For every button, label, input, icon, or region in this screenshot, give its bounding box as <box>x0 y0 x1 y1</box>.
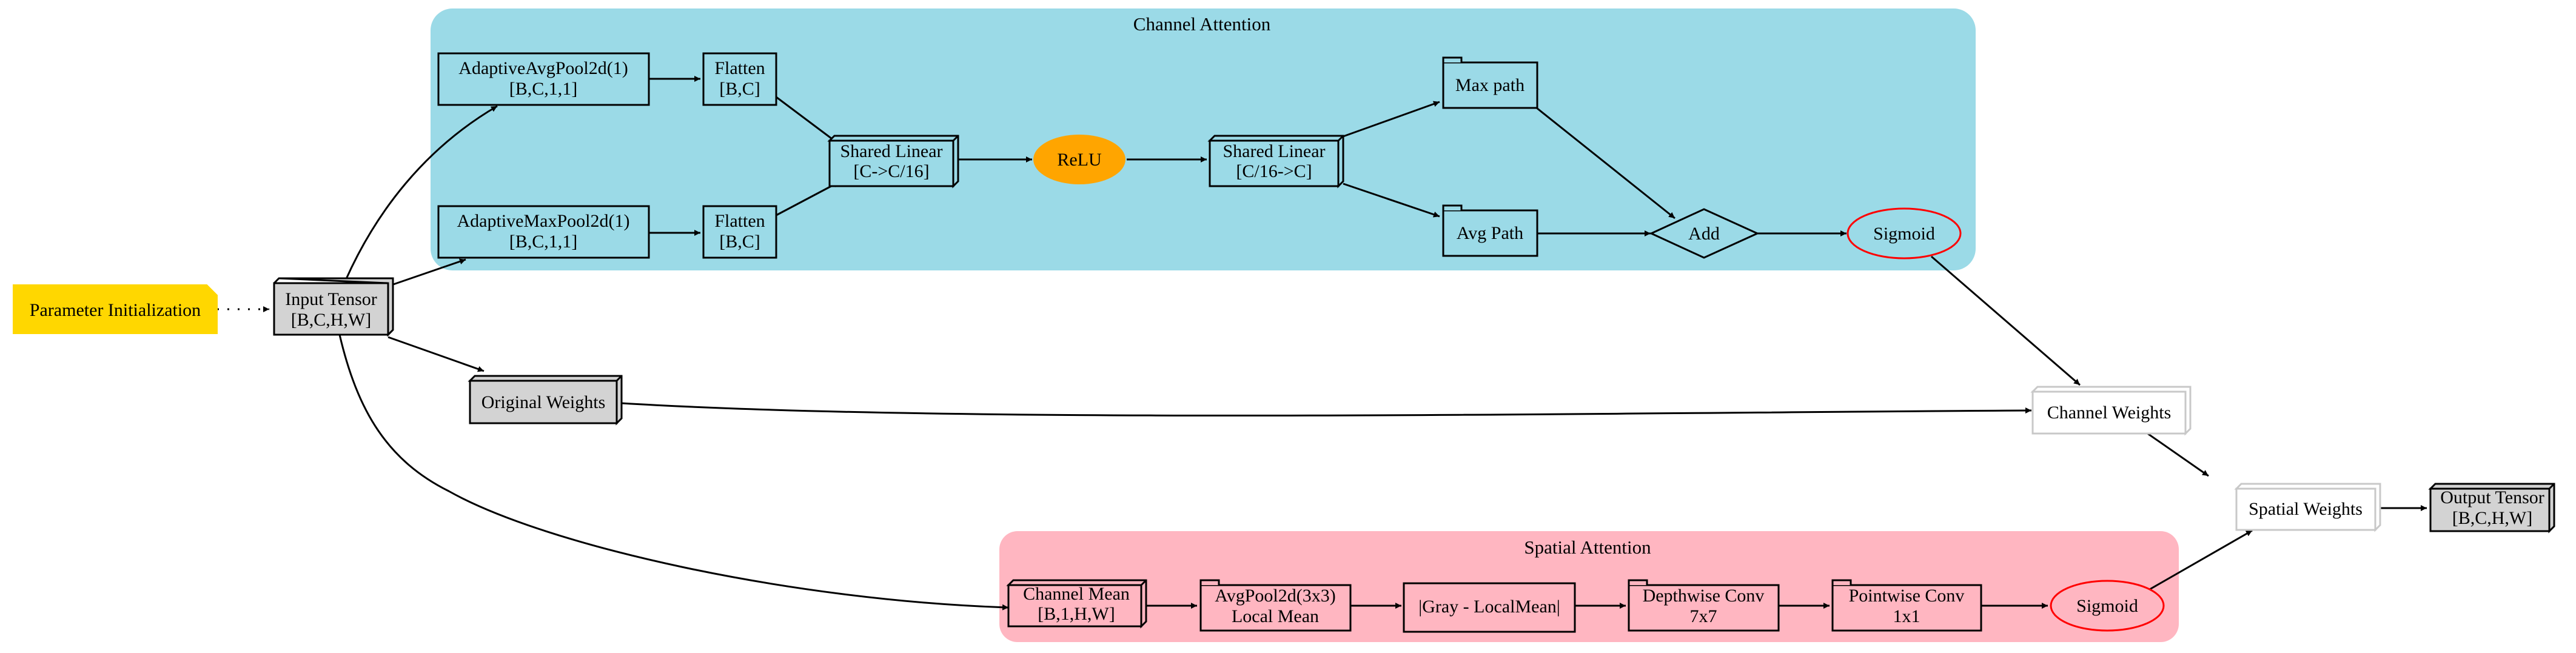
spatial-weights-node: Spatial Weights <box>2234 483 2381 532</box>
max-path-label: Max path <box>1455 75 1524 95</box>
channel-mean-title: Channel Mean <box>1023 584 1130 604</box>
avg-path-node: Avg Path <box>1442 204 1538 257</box>
output-tensor-node: Output Tensor [B,C,H,W] <box>2428 483 2555 534</box>
edge-max-path-to-add <box>1536 107 1675 219</box>
edge-input-to-channel-mean <box>338 334 1009 611</box>
edge-input-to-original-weights <box>387 336 485 372</box>
flatten-bottom-shape: [B,C] <box>719 232 760 252</box>
depthwise-conv-node: Depthwise Conv 7x7 <box>1628 579 1780 632</box>
adaptive-avgpool-shape: [B,C,1,1] <box>509 79 578 99</box>
pointwise-conv-title: Pointwise Conv <box>1849 586 1965 606</box>
shared-linear-1-node: Shared Linear [C->C/16] <box>827 135 959 189</box>
spatial-attention-title: Spatial Attention <box>1524 537 1651 558</box>
flatten-top-title: Flatten <box>714 58 765 78</box>
pointwise-conv-kernel: 1x1 <box>1893 606 1920 626</box>
adaptive-avgpool-title: AdaptiveAvgPool2d(1) <box>458 58 628 78</box>
flatten-bottom-title: Flatten <box>714 211 765 231</box>
adaptive-maxpool-node: AdaptiveMaxPool2d(1) [B,C,1,1] <box>437 205 650 259</box>
avgpool3x3-title: AvgPool2d(3x3) <box>1215 586 1335 606</box>
edge-original-weights-to-channel-weights <box>621 402 2032 417</box>
edge-flatten2-to-shared-linear-1 <box>776 181 840 216</box>
parameter-initialization-note: Parameter Initialization <box>13 284 218 334</box>
gray-local-mean-label: |Gray - LocalMean| <box>1418 597 1560 617</box>
add-node: Add <box>1649 208 1760 259</box>
input-tensor-shape: [B,C,H,W] <box>291 310 371 330</box>
parameter-initialization-label: Parameter Initialization <box>30 300 201 320</box>
spatial-weights-label: Spatial Weights <box>2249 499 2363 519</box>
add-label: Add <box>1688 224 1720 244</box>
shared-linear-2-shape: [C/16->C] <box>1236 161 1312 181</box>
pointwise-conv-node: Pointwise Conv 1x1 <box>1831 579 1982 632</box>
avg-path-label: Avg Path <box>1457 223 1523 243</box>
edge-input-to-maxpool <box>387 258 466 287</box>
input-tensor-node: Input Tensor [B,C,H,W] <box>273 277 394 337</box>
edge-sigmoid-to-channel-weights <box>1931 255 2081 386</box>
sigmoid-spatial-node: Sigmoid <box>2050 580 2165 632</box>
relu-node: ReLU <box>1033 135 1125 184</box>
shared-linear-2-title: Shared Linear <box>1223 141 1325 161</box>
flatten-top-shape: [B,C] <box>719 79 760 99</box>
channel-mean-shape: [B,1,H,W] <box>1038 604 1115 624</box>
edges <box>217 76 2427 611</box>
avgpool3x3-subtitle: Local Mean <box>1232 606 1319 626</box>
flatten-top-node: Flatten [B,C] <box>702 52 777 106</box>
edge-sigmoid-to-spatial-weights <box>2149 529 2253 591</box>
depthwise-conv-title: Depthwise Conv <box>1643 586 1765 606</box>
channel-weights-label: Channel Weights <box>2047 403 2172 423</box>
adaptive-maxpool-title: AdaptiveMaxPool2d(1) <box>457 211 630 231</box>
edge-input-to-avgpool <box>344 105 498 281</box>
shared-linear-1-shape: [C->C/16] <box>853 161 929 181</box>
shared-linear-2-node: Shared Linear [C/16->C] <box>1207 135 1344 189</box>
channel-attention-cluster: Channel Attention <box>431 8 1976 270</box>
channel-attention-background <box>431 8 1976 270</box>
gray-local-mean-node: |Gray - LocalMean| <box>1403 582 1576 633</box>
shared-linear-1-title: Shared Linear <box>840 141 942 161</box>
depthwise-conv-kernel: 7x7 <box>1690 606 1717 626</box>
relu-label: ReLU <box>1057 150 1102 170</box>
original-weights-label: Original Weights <box>481 392 606 412</box>
spatial-attention-cluster: Spatial Attention <box>999 531 2179 642</box>
sigmoid-channel-node: Sigmoid <box>1846 207 1962 260</box>
avgpool3x3-node: AvgPool2d(3x3) Local Mean <box>1199 579 1352 632</box>
adaptive-avgpool-node: AdaptiveAvgPool2d(1) [B,C,1,1] <box>437 52 650 106</box>
max-path-node: Max path <box>1442 56 1538 109</box>
edge-shared-linear-2-to-max-path <box>1343 101 1440 138</box>
output-tensor-shape: [B,C,H,W] <box>2452 508 2532 528</box>
input-tensor-title: Input Tensor <box>285 289 377 309</box>
edge-shared-linear-2-to-avg-path <box>1343 183 1440 218</box>
flatten-bottom-node: Flatten [B,C] <box>702 205 777 259</box>
channel-mean-node: Channel Mean [B,1,H,W] <box>1006 579 1147 629</box>
original-weights-node: Original Weights <box>468 375 623 426</box>
adaptive-maxpool-shape: [B,C,1,1] <box>509 232 578 252</box>
sigmoid-channel-label: Sigmoid <box>1873 224 1935 244</box>
channel-attention-title: Channel Attention <box>1133 13 1271 35</box>
output-tensor-title: Output Tensor <box>2440 487 2544 507</box>
sigmoid-spatial-label: Sigmoid <box>2076 596 2138 616</box>
edge-flatten-to-shared-linear-1 <box>776 96 840 146</box>
channel-weights-node: Channel Weights <box>2030 386 2192 436</box>
